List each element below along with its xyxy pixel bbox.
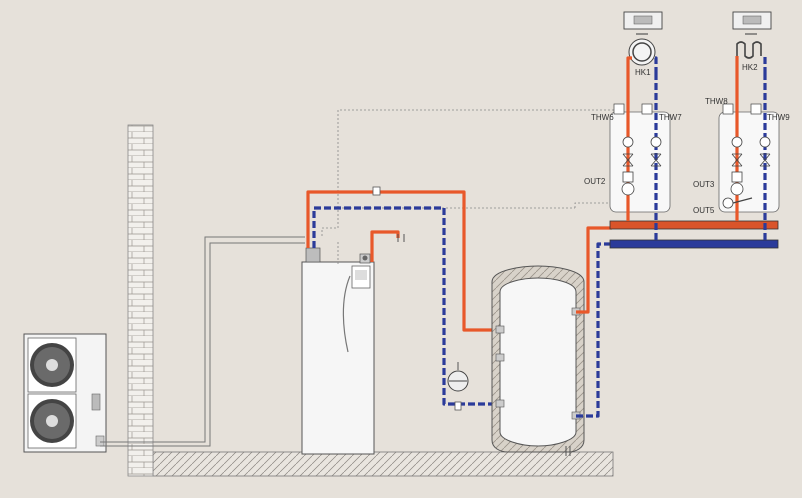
brick-wall bbox=[127, 124, 154, 477]
buffer-tank bbox=[491, 265, 585, 456]
label-thw8: THW8 bbox=[705, 97, 728, 106]
circulation-pump-icon bbox=[621, 182, 635, 196]
mixing-motor-icon bbox=[722, 197, 734, 209]
room-thermostat-2 bbox=[732, 11, 772, 35]
label-hk1: HK1 bbox=[635, 68, 651, 77]
label-thw6: THW6 bbox=[591, 113, 614, 122]
label-thw9: THW9 bbox=[767, 113, 790, 122]
label-out5: OUT5 bbox=[693, 206, 715, 215]
indoor-unit bbox=[301, 247, 375, 455]
label-thw7: THW7 bbox=[659, 113, 682, 122]
floor-slab bbox=[152, 451, 614, 477]
expansion-vessel bbox=[447, 362, 469, 392]
return-manifold bbox=[609, 239, 779, 249]
heating-circuit-1-radiator bbox=[626, 38, 658, 74]
circulation-pump-icon bbox=[730, 182, 744, 196]
label-out3: OUT3 bbox=[693, 180, 715, 189]
heating-circuit-2-underfloor bbox=[735, 41, 767, 74]
label-out2: OUT2 bbox=[584, 177, 606, 186]
supply-manifold bbox=[609, 220, 779, 230]
pump-group-hk1 bbox=[609, 74, 671, 240]
pump-group-hk2 bbox=[718, 74, 780, 240]
room-thermostat-1 bbox=[623, 11, 663, 35]
label-hk2: HK2 bbox=[742, 63, 758, 72]
outdoor-unit bbox=[23, 333, 107, 453]
supply-line bbox=[306, 190, 496, 332]
